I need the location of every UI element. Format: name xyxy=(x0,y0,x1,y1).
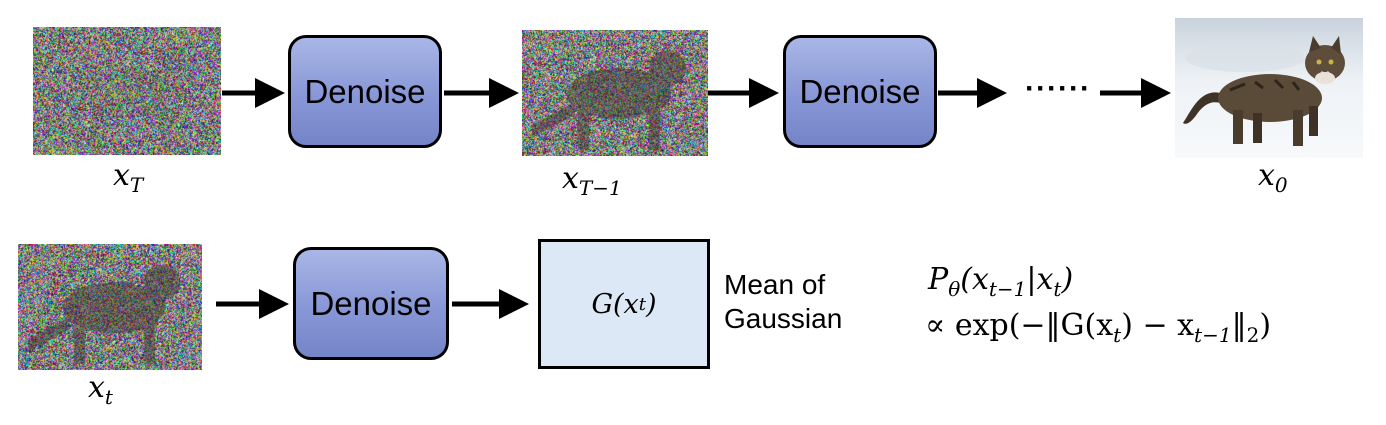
denoise-block-3: Denoise xyxy=(293,247,449,360)
label-xt: xt xyxy=(88,370,113,409)
noisy-image-xT xyxy=(33,27,221,155)
ellipsis: ······ xyxy=(1025,72,1091,105)
noisy-image-xTm1 xyxy=(522,30,708,156)
label-xT: xT xyxy=(113,158,144,197)
denoise-block-1: Denoise xyxy=(288,35,442,148)
mean-of-gaussian-caption: Mean of Gaussian xyxy=(724,269,843,334)
noisy-image-xt xyxy=(18,244,202,370)
label-x0: x0 xyxy=(1258,158,1288,197)
clean-image-x0 xyxy=(1175,18,1363,158)
denoise-block-2: Denoise xyxy=(783,35,937,148)
formula-line-2: ∝ exp(−‖G(xt) − xt−1‖2) xyxy=(925,308,1272,347)
label-xTm1: xT−1 xyxy=(562,161,622,200)
formula-line-1: Pθ(xt−1|xt) xyxy=(928,262,1074,301)
